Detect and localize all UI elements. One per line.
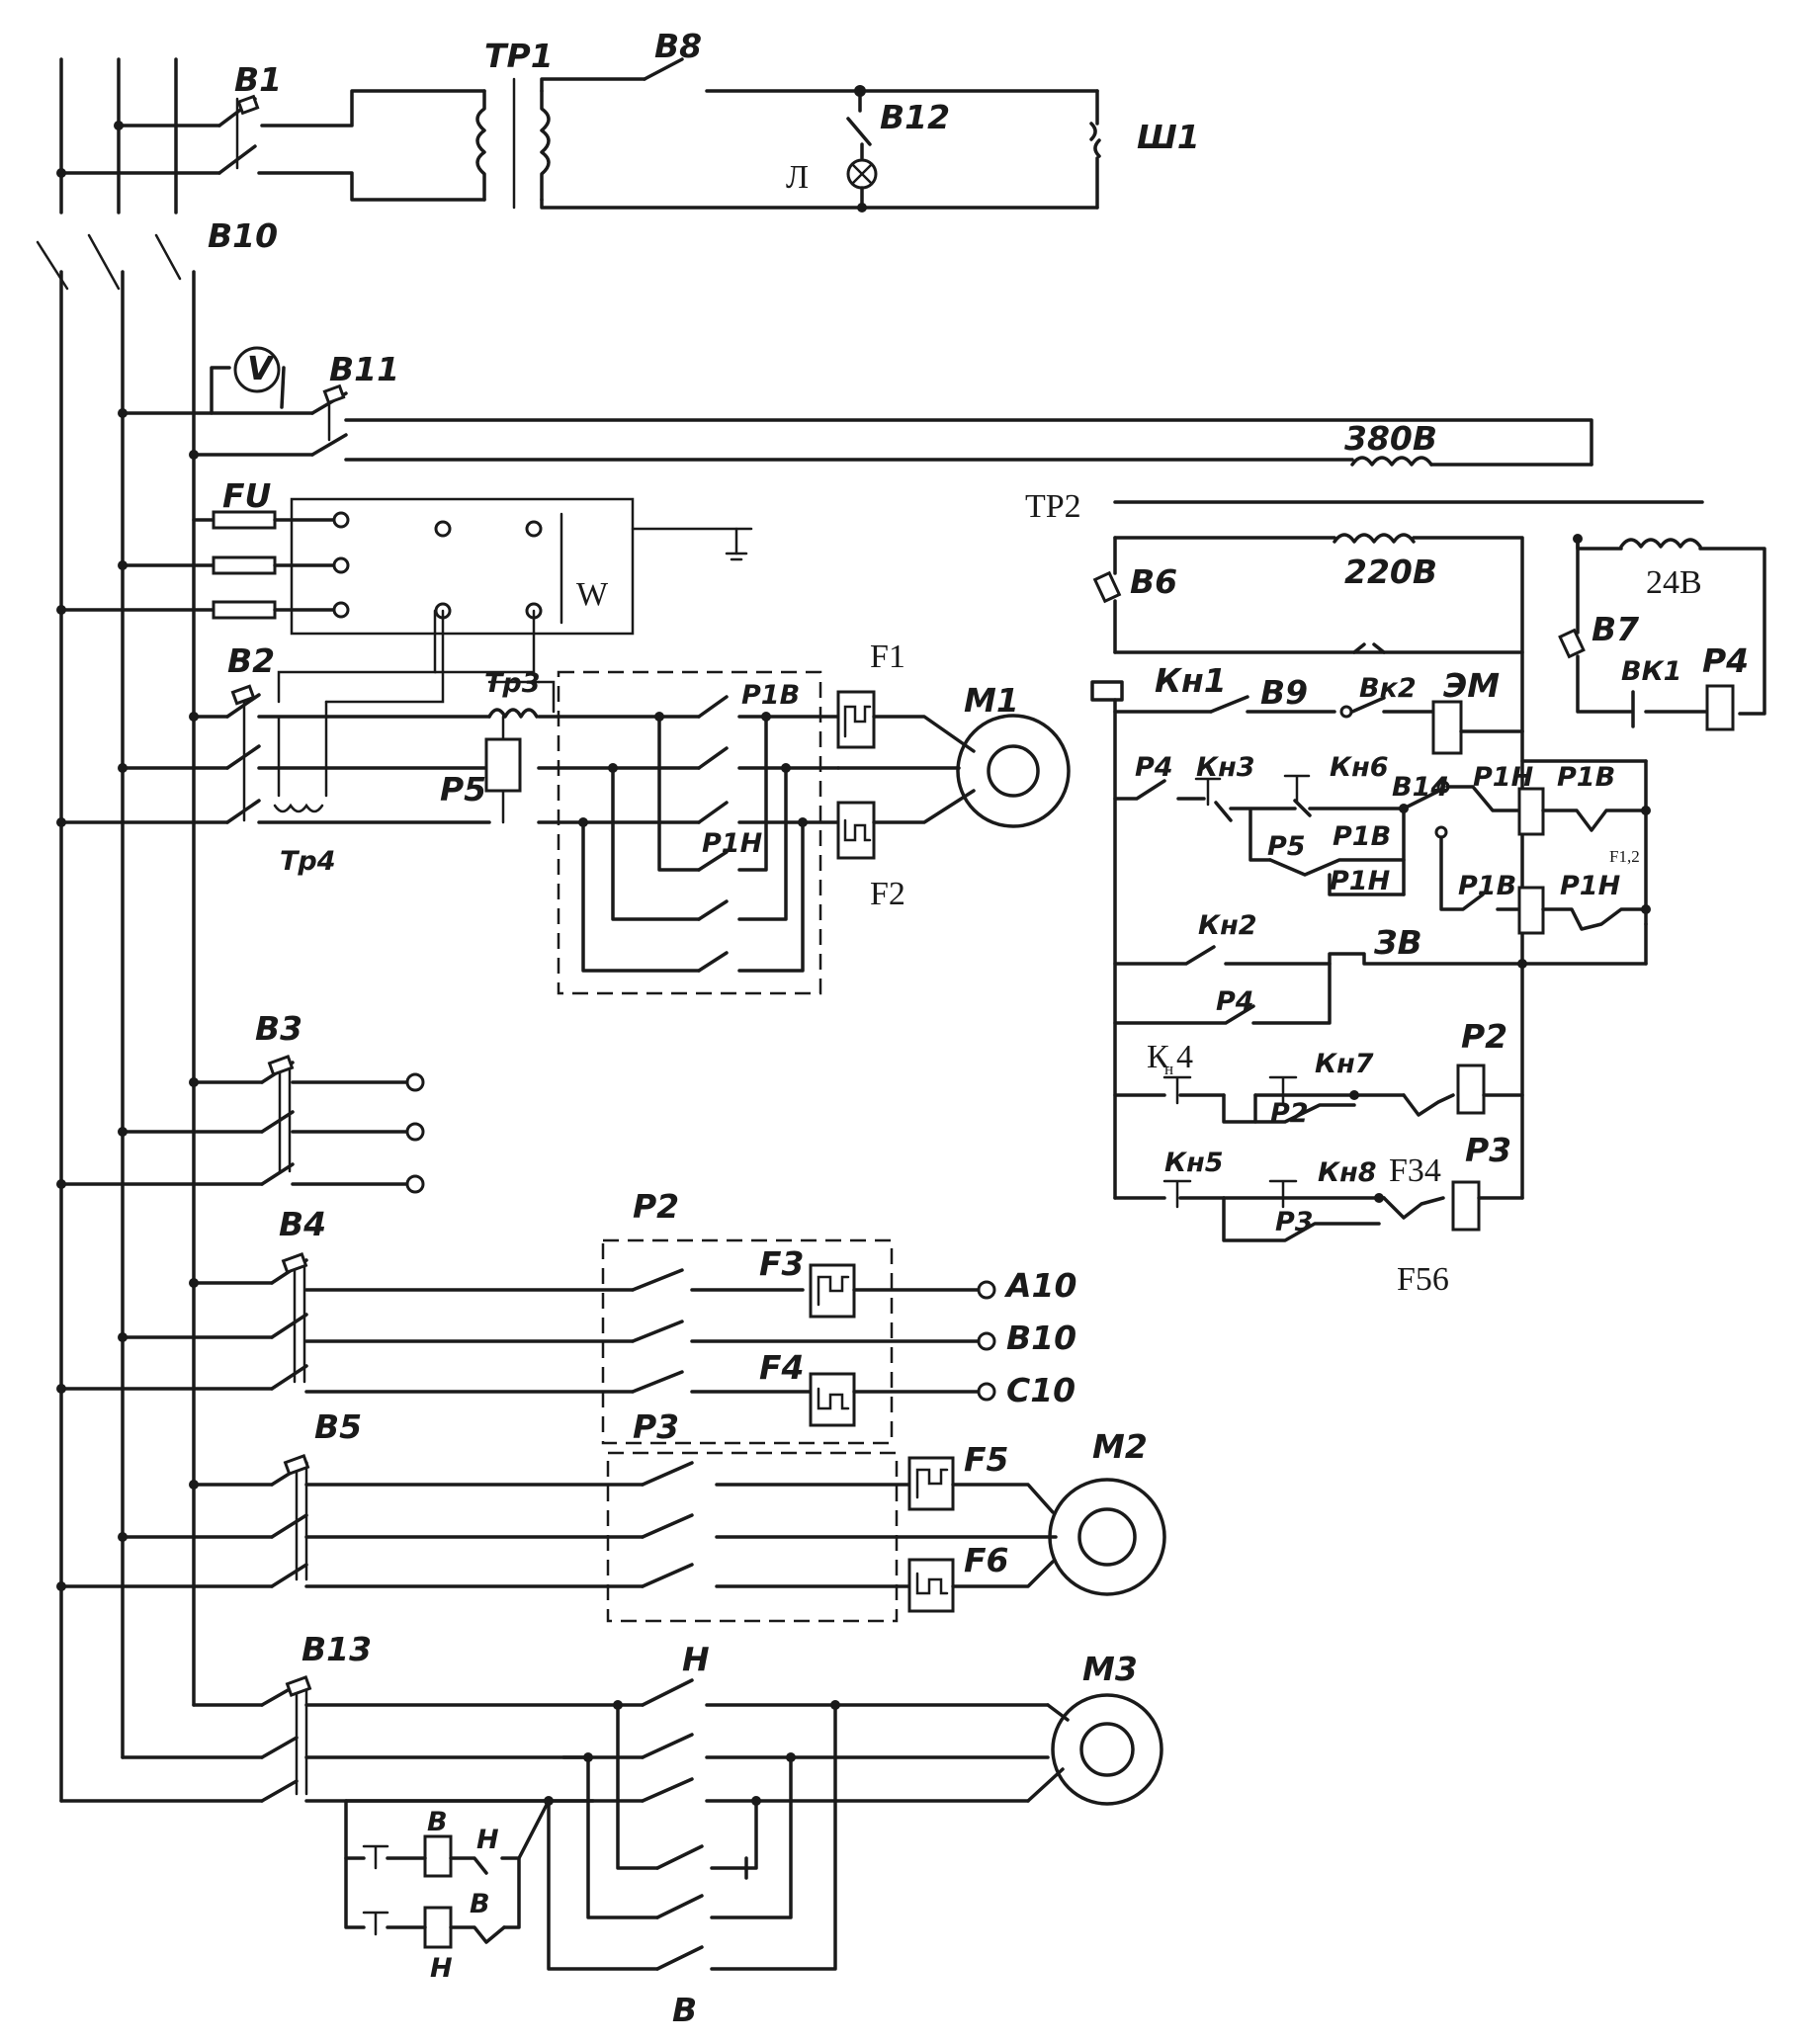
label-m3: М3 xyxy=(1082,1650,1138,1688)
label-380v: 380В xyxy=(1344,419,1437,458)
label-b8: В8 xyxy=(654,27,702,65)
label-p2-contact: Р2 xyxy=(1270,1098,1309,1129)
label-f1: F1 xyxy=(870,639,905,675)
label-p1h: Р1Н xyxy=(702,828,763,859)
label-b5: В5 xyxy=(314,1407,362,1446)
control-circuit xyxy=(1090,570,1651,1242)
label-zb: ЗВ xyxy=(1373,923,1422,962)
label-kn3: Кн3 xyxy=(1196,752,1255,783)
label-em: ЭМ xyxy=(1443,666,1500,705)
outlet-b3 xyxy=(56,1055,425,1194)
label-b-bottom: В xyxy=(672,1991,697,2029)
label-p4-contact: Р4 xyxy=(1135,752,1173,783)
label-b2: В2 xyxy=(227,641,275,680)
label-p4-coil: Р4 xyxy=(1702,641,1749,680)
label-kn6: Кн6 xyxy=(1330,752,1389,783)
label-f3: F3 xyxy=(759,1244,805,1283)
label-w-meter: W xyxy=(576,576,609,613)
label-b1: В1 xyxy=(234,60,282,99)
label-p1b-contact: Р1В xyxy=(1333,821,1391,852)
label-tp4: Тр4 xyxy=(280,846,336,877)
label-p4-contact-2: Р4 xyxy=(1216,986,1254,1017)
label-p1b: Р1В xyxy=(741,680,800,711)
label-f56: F56 xyxy=(1397,1261,1449,1298)
label-a10: А10 xyxy=(1003,1266,1076,1305)
spindle-motor-circuit xyxy=(56,497,1071,995)
label-kn1: Кн1 xyxy=(1155,661,1227,700)
label-kn4-num: 4 xyxy=(1176,1039,1193,1075)
label-p3-coil: Р3 xyxy=(1465,1131,1511,1169)
label-p2-coil: Р2 xyxy=(1461,1017,1507,1056)
label-lamp: Л xyxy=(786,159,809,196)
label-c10: С10 xyxy=(1006,1371,1076,1409)
label-p3-main: Р3 xyxy=(633,1407,679,1446)
label-fu: FU xyxy=(222,476,272,515)
label-f12: F1,2 xyxy=(1609,847,1640,866)
label-h-small-2: Н xyxy=(430,1953,453,1984)
label-kn4: К xyxy=(1147,1039,1169,1075)
label-h-small-1: Н xyxy=(476,1825,499,1855)
label-tp2: ТР2 xyxy=(1025,488,1081,525)
label-b14: В14 xyxy=(1392,772,1449,803)
rapid-traverse-motor-circuit-b13 xyxy=(260,1675,1163,1971)
label-f5: F5 xyxy=(964,1440,1009,1479)
label-vk1: ВК1 xyxy=(1621,656,1681,687)
label-f6: F6 xyxy=(964,1541,1009,1579)
component-labels: В1 ТР1 В8 В12 Л Ш1 В10 В11 V 380В ТР2 22… xyxy=(208,27,1749,2029)
label-b13: В13 xyxy=(301,1630,372,1668)
pump-circuit-b4 xyxy=(56,1238,996,1445)
label-b12: В12 xyxy=(880,98,950,136)
label-p3-contact: Р3 xyxy=(1275,1207,1314,1237)
label-f4: F4 xyxy=(759,1348,805,1387)
label-b-small-2: В xyxy=(470,1889,490,1919)
coolant-motor-circuit-b5 xyxy=(56,1451,1166,1623)
label-b10-out: В10 xyxy=(1006,1319,1076,1357)
label-b10: В10 xyxy=(208,216,278,255)
label-220v: 220В xyxy=(1344,553,1437,591)
label-p1h-contact: Р1Н xyxy=(1473,762,1534,793)
transformer-tp2-circuit xyxy=(118,346,1766,733)
lighting-circuit xyxy=(56,57,1101,214)
label-b11: В11 xyxy=(329,350,399,388)
label-f34: F34 xyxy=(1389,1152,1441,1189)
label-m1: М1 xyxy=(964,681,1019,720)
label-b4: В4 xyxy=(279,1205,326,1243)
label-kn4-sub: н xyxy=(1164,1060,1173,1078)
label-f2: F2 xyxy=(870,876,905,912)
label-p1b-coil: Р1В xyxy=(1557,762,1615,793)
label-p1b-contact-2: Р1В xyxy=(1458,871,1516,901)
label-kn7: Кн7 xyxy=(1315,1049,1374,1079)
label-b6: В6 xyxy=(1130,562,1177,601)
label-p5-contact: Р5 xyxy=(1267,831,1306,862)
label-b-small: В xyxy=(427,1807,448,1837)
label-b7: В7 xyxy=(1592,610,1639,648)
label-b3: В3 xyxy=(255,1009,302,1048)
label-tp3: Тр3 xyxy=(484,668,541,699)
label-vk2: Вк2 xyxy=(1359,673,1417,704)
label-socket-sh1: Ш1 xyxy=(1137,118,1200,156)
voltmeter-icon: V xyxy=(247,349,275,387)
label-kn2: Кн2 xyxy=(1198,910,1257,941)
label-kn5: Кн5 xyxy=(1164,1148,1224,1178)
label-p1h-coil: Р1Н xyxy=(1560,871,1621,901)
label-kn8: Кн8 xyxy=(1318,1157,1377,1188)
label-p5: Р5 xyxy=(440,770,486,809)
label-p1h-contact-2: Р1Н xyxy=(1330,866,1391,896)
label-tp1: ТР1 xyxy=(484,37,554,75)
label-h-top: Н xyxy=(682,1640,710,1678)
label-b9: В9 xyxy=(1260,673,1308,712)
label-24v: 24В xyxy=(1646,564,1702,601)
main-bus xyxy=(36,233,264,1803)
label-m2: М2 xyxy=(1092,1427,1148,1466)
label-p2-main: Р2 xyxy=(633,1187,679,1226)
